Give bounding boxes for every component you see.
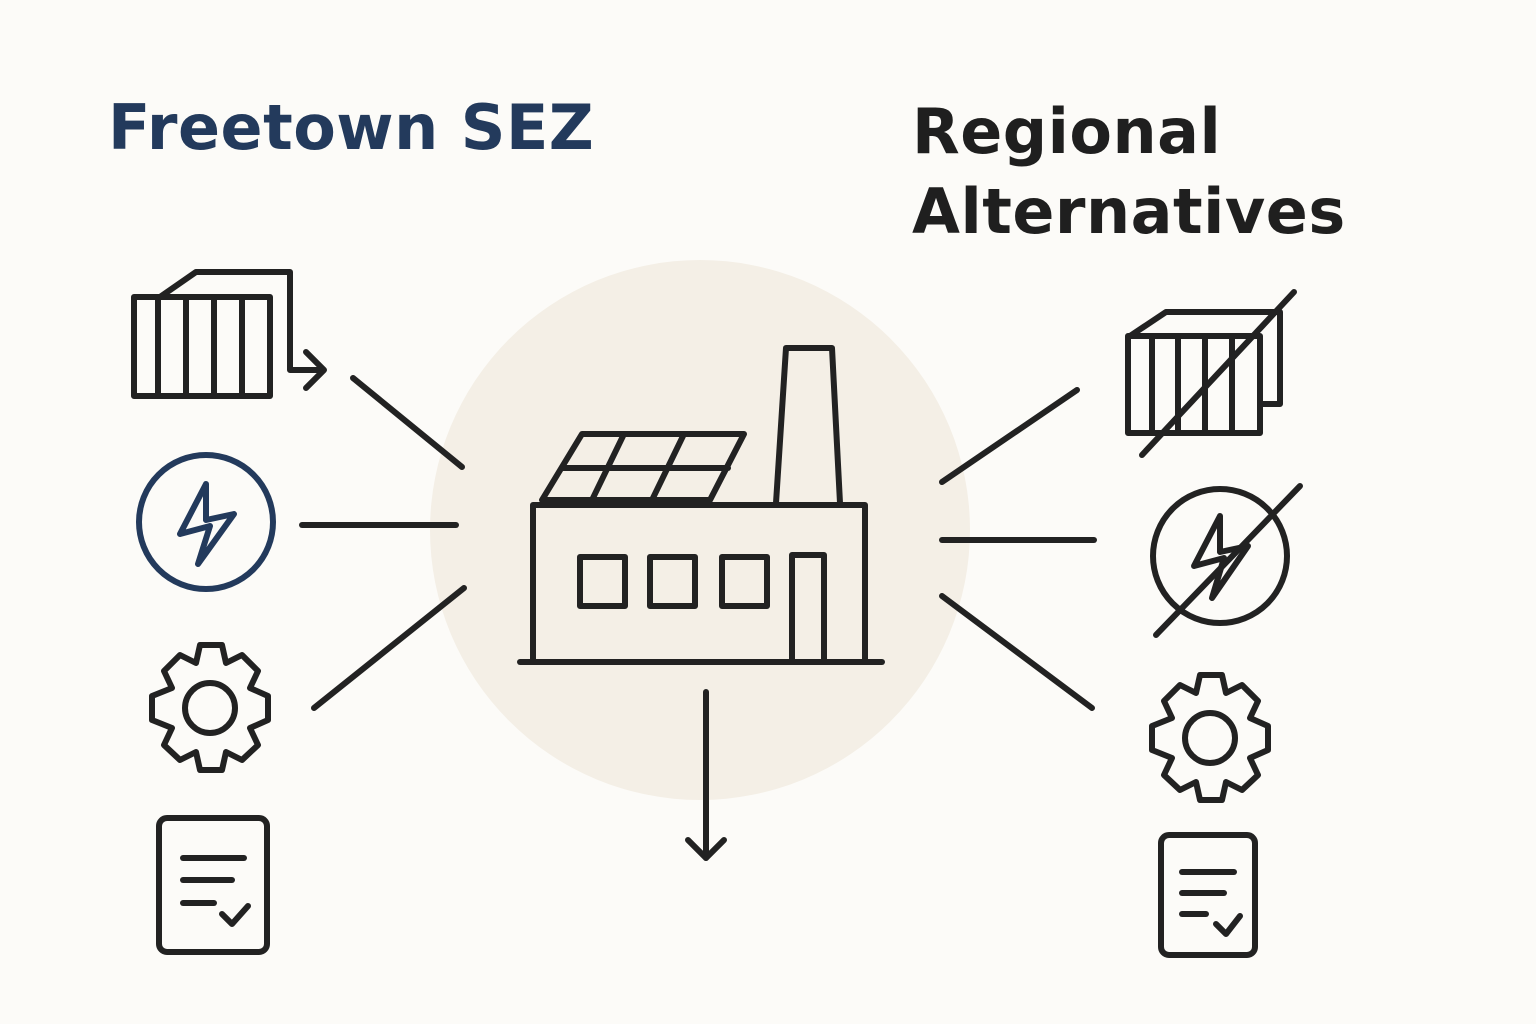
down-arrow (685, 689, 727, 861)
power-crossed-out-icon (1150, 483, 1303, 638)
regional-alternatives-title: Regional Alternatives (912, 92, 1432, 252)
factory-with-solar-panels-icon (517, 345, 885, 665)
document-checklist-icon (156, 815, 270, 955)
freetown-sez-title: Freetown SEZ (108, 91, 595, 164)
connector-line (939, 387, 1080, 485)
shipping-container-icon (131, 269, 327, 399)
gear-icon (1149, 672, 1271, 803)
regional-alternatives-title-line1: Regional (912, 95, 1222, 168)
connector-line (939, 593, 1095, 711)
connector-line (311, 585, 467, 711)
center-circle (430, 260, 970, 800)
lightning-bolt-icon (136, 452, 276, 592)
regional-alternatives-title-line2: Alternatives (912, 175, 1346, 248)
container-crossed-out-icon (1125, 289, 1297, 458)
connector-line (350, 375, 465, 470)
document-checklist-icon (1158, 832, 1258, 958)
gear-icon (149, 642, 271, 773)
